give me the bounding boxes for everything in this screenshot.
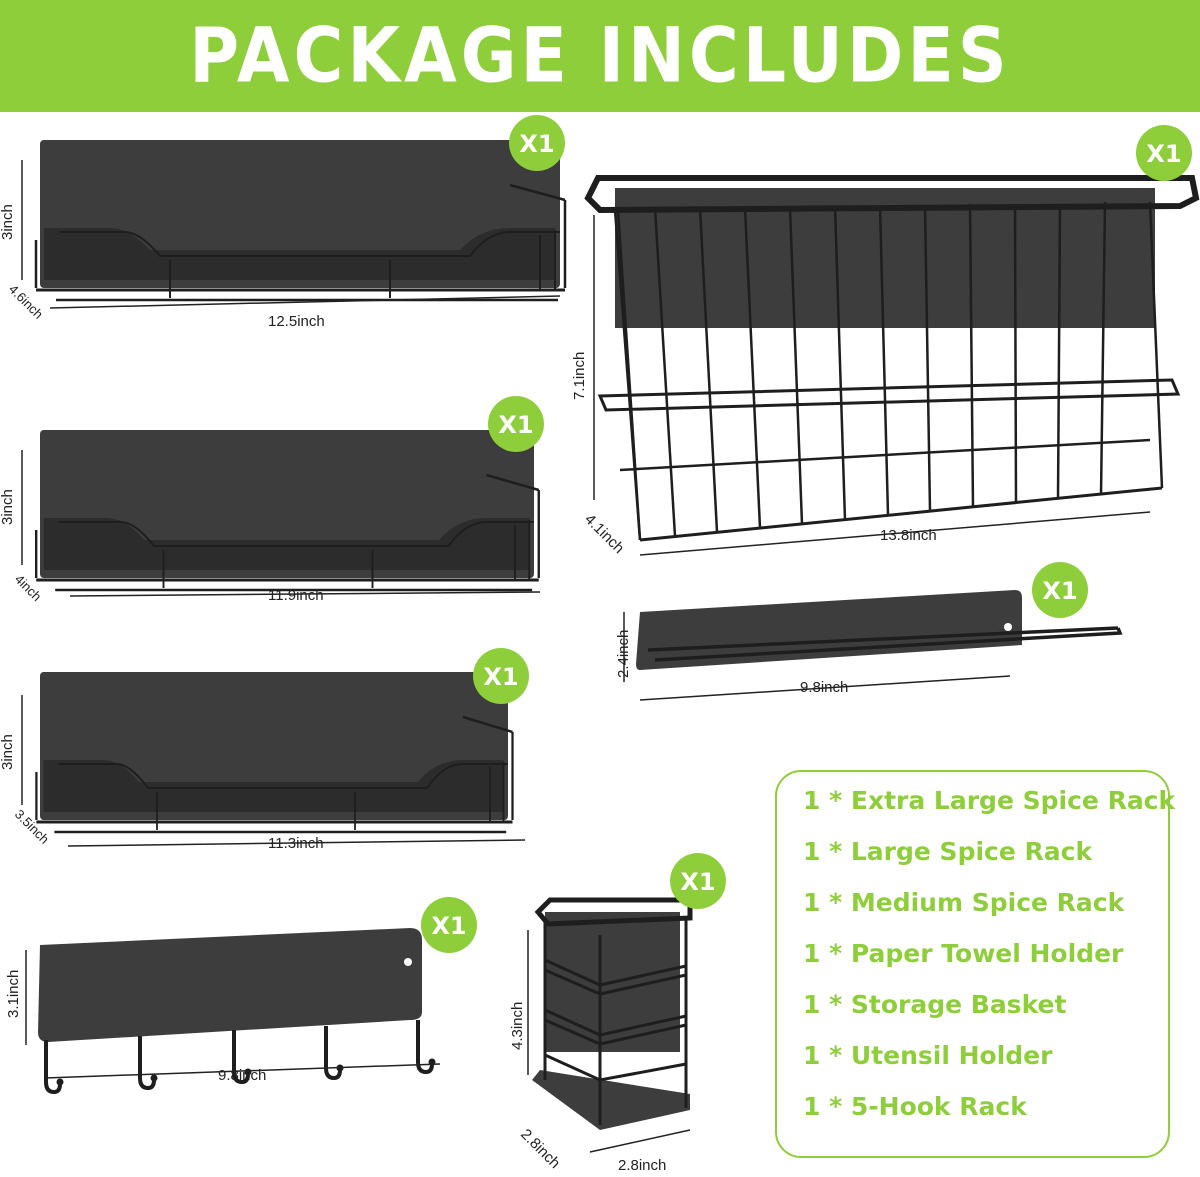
header-banner: PACKAGE INCLUDES: [0, 0, 1200, 112]
contents-list: 1 * Extra Large Spice Rack 1 * Large Spi…: [775, 770, 1175, 1158]
l-rack-width: 11.9inch: [268, 587, 324, 604]
l-spice-rack: [34, 428, 541, 592]
l-rack-height: 3inch: [0, 489, 16, 525]
svg-text:X1: X1: [519, 130, 554, 158]
banner-title: PACKAGE INCLUDES: [189, 11, 1011, 101]
hook-rack-width: 9.8inch: [218, 1067, 266, 1084]
list-item: 1 * Large Spice Rack: [803, 837, 1093, 866]
towel-holder-width: 9.8inch: [800, 679, 848, 696]
hook-rack-dimensions: 3.1inch 9.8inch: [5, 950, 441, 1084]
m-spice-rack: [34, 670, 515, 834]
badge-l-rack: X1: [488, 396, 544, 452]
list-item: 1 * Storage Basket: [803, 990, 1067, 1019]
list-item: 1 * Extra Large Spice Rack: [803, 786, 1176, 815]
xl-rack-depth: 4.6inch: [6, 282, 46, 322]
list-item: 1 * Medium Spice Rack: [803, 888, 1125, 917]
badge-hook-rack: X1: [421, 897, 477, 953]
list-item: 1 * Utensil Holder: [803, 1041, 1053, 1070]
towel-holder-height: 2.4inch: [615, 630, 632, 678]
badge-basket: X1: [1136, 125, 1192, 181]
svg-text:X1: X1: [498, 411, 533, 439]
m-rack-width: 11.3inch: [268, 835, 324, 852]
svg-text:X1: X1: [431, 912, 466, 940]
m-rack-height: 3inch: [0, 734, 16, 770]
towel-holder-dimensions: 2.4inch 9.8inch: [615, 612, 1011, 701]
utensil-height: 4.3inch: [509, 1002, 526, 1050]
l-rack-depth: 4inch: [12, 572, 45, 605]
badge-utensil-holder: X1: [670, 853, 726, 909]
utensil-width: 2.8inch: [618, 1157, 666, 1174]
xl-rack-height: 3inch: [0, 204, 16, 240]
svg-text:X1: X1: [483, 663, 518, 691]
svg-text:X1: X1: [1042, 577, 1077, 605]
svg-text:X1: X1: [1146, 140, 1181, 168]
paper-towel-holder: [636, 590, 1123, 670]
utensil-depth: 2.8inch: [517, 1126, 563, 1172]
basket-depth: 4.1inch: [581, 511, 627, 557]
badge-m-rack: X1: [473, 648, 529, 704]
storage-basket: [584, 175, 1200, 542]
list-item: 1 * 5-Hook Rack: [803, 1092, 1027, 1121]
hook-rack: [38, 928, 438, 1094]
xl-rack-width: 12.5inch: [268, 313, 325, 330]
svg-text:X1: X1: [680, 868, 715, 896]
hook-rack-height: 3.1inch: [5, 970, 22, 1018]
badge-xl-rack: X1: [509, 115, 565, 171]
basket-width: 13.8inch: [880, 527, 937, 544]
utensil-holder: [532, 897, 693, 1130]
badge-towel-holder: X1: [1032, 562, 1088, 618]
list-item: 1 * Paper Towel Holder: [803, 939, 1124, 968]
xl-spice-rack: [34, 138, 567, 302]
basket-height: 7.1inch: [571, 352, 588, 400]
